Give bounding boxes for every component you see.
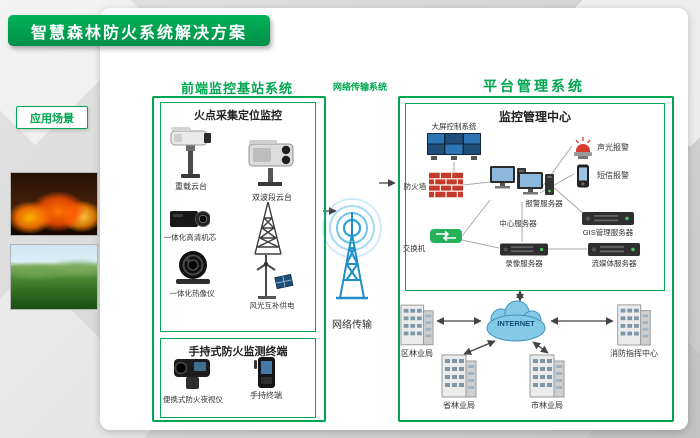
building-icon — [616, 302, 652, 346]
device-label: 一体化热像仪 — [169, 289, 215, 298]
alarm-beacon-icon — [573, 136, 593, 160]
server-rack-icon — [582, 212, 634, 225]
forest-fire-photo — [10, 172, 98, 236]
device-label: 一体化高清机芯 — [163, 233, 217, 242]
device-label: 重载云台 — [175, 182, 207, 191]
night-vision-icon — [170, 356, 216, 392]
wind-solar-power-icon — [248, 252, 294, 300]
building-icon — [440, 352, 478, 398]
scenario-label: 应用场景 — [16, 106, 88, 129]
building-label: 区林业局 — [401, 349, 433, 358]
frontend-section-title: 前端监控基站系统 — [180, 81, 293, 96]
network-system-label: 网络传输系统 — [332, 82, 387, 92]
device-label: 风光互补供电 — [249, 301, 295, 310]
fire-monitoring-box-title: 火点采集定位监控 — [194, 110, 282, 122]
center-item-label: 中心服务器 — [499, 219, 537, 228]
internet-label: INTERNET — [497, 319, 535, 328]
center-item-label: 报警服务器 — [525, 199, 563, 208]
hd-core-icon — [170, 208, 211, 230]
center-item-label: 防火墙 — [403, 182, 427, 191]
frontend-section-box — [152, 96, 326, 422]
switch-icon — [430, 226, 462, 246]
device-label: 手持终端 — [250, 391, 282, 400]
lattice-antenna-icon — [248, 200, 288, 256]
building-icon — [400, 302, 434, 346]
handheld-terminal-box: 手持式防火监测终端 — [160, 338, 316, 418]
center-item-label: 交换机 — [402, 244, 426, 253]
sms-phone-icon — [575, 164, 591, 188]
monitoring-center-box: 监控管理中心 — [405, 103, 665, 291]
handheld-terminal-icon — [252, 354, 280, 390]
dual-band-camera-icon — [244, 136, 300, 188]
center-item-label: 短信报警 — [597, 171, 629, 180]
network-transfer-label: 网络传输 — [332, 320, 372, 331]
handheld-terminal-box-title: 手持式防火监测终端 — [188, 346, 288, 358]
internet-cloud-icon — [484, 300, 548, 344]
building-label: 省林业局 — [443, 401, 475, 410]
center-item-label: 大屏控制系统 — [431, 122, 477, 131]
device-label: 便携式防火夜视仪 — [163, 395, 223, 404]
green-forest-photo — [10, 244, 98, 310]
platform-section-box — [398, 96, 674, 422]
fire-monitoring-box: 火点采集定位监控 — [160, 102, 316, 332]
center-item-label: 录像服务器 — [505, 259, 543, 268]
center-item-label: 声光报警 — [597, 143, 629, 152]
platform-section-title: 平台管理系统 — [483, 78, 585, 94]
center-item-label: 流媒体服务器 — [591, 259, 637, 268]
page-title: 智慧森林防火系统解决方案 — [8, 15, 270, 46]
firewall-icon — [429, 172, 463, 198]
monitoring-center-title: 监控管理中心 — [498, 110, 571, 124]
screen-wall-icon — [427, 133, 481, 161]
building-icon — [528, 352, 566, 398]
building-label: 消防指挥中心 — [610, 349, 658, 358]
ptz-camera-icon — [168, 122, 214, 180]
server-rack-icon — [588, 243, 640, 256]
thermal-lens-icon — [172, 250, 214, 286]
device-label: 双波段云台 — [252, 193, 292, 202]
center-item-label: GIS管理服务器 — [582, 228, 634, 237]
signal-tower-icon — [320, 192, 384, 302]
building-label: 市林业局 — [531, 401, 563, 410]
server-rack-icon — [500, 243, 548, 256]
